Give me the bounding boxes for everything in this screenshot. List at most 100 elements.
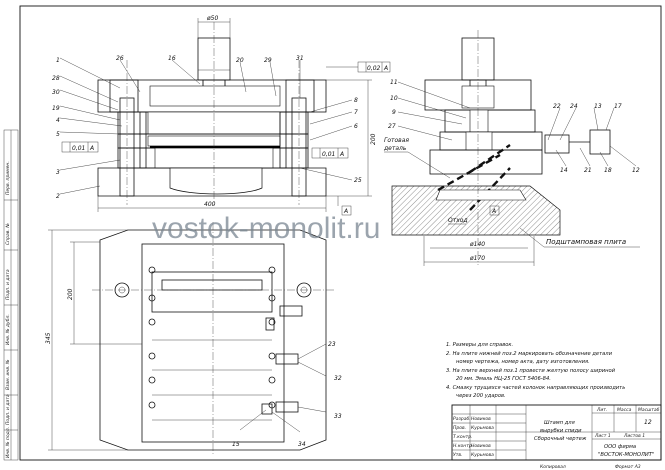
- callout-29: 29: [264, 57, 272, 64]
- tb-title-1: Штамп для: [544, 420, 575, 426]
- tb-checker-role: Пров.: [453, 425, 466, 431]
- callout-25: 25: [354, 177, 362, 184]
- label-waste: Отход: [448, 217, 468, 224]
- callout-18: 18: [604, 167, 612, 174]
- callout-9: 9: [392, 109, 396, 116]
- tb-approved-role: Утв.: [453, 452, 462, 458]
- side-stamp-7: Инв. № подл.: [5, 427, 11, 458]
- side-section-view: ø140 ø170 Готовая деталь Отход Подштампо…: [383, 30, 640, 266]
- tolerance-flatness: 0,02 A: [326, 61, 391, 73]
- callout-16: 16: [168, 55, 176, 62]
- callout-6: 6: [354, 123, 358, 130]
- title-block: Разраб. Новиков Пров. Курьмова Т.контр. …: [451, 404, 662, 470]
- label-finished-part-1: Готовая: [384, 137, 409, 144]
- side-stamp-4: Инв. № дубл.: [5, 314, 11, 345]
- tb-approved-name: Курьмова: [471, 452, 494, 458]
- svg-text:0,01: 0,01: [72, 145, 85, 152]
- tb-tcontrol-role: Т.контр.: [453, 434, 473, 440]
- callout-33: 33: [334, 413, 342, 420]
- tb-developer-role: Разраб.: [453, 416, 471, 422]
- tb-company-2: "ВОСТОК-МОНОЛИТ": [598, 452, 654, 458]
- technical-notes: 1. Размеры для справок. 2. На плите нижн…: [446, 342, 625, 399]
- callout-26: 26: [116, 55, 124, 62]
- tb-scale: 12: [644, 419, 652, 426]
- side-stamp-1: Перв. примен.: [5, 161, 11, 195]
- callout-3: 3: [56, 169, 60, 176]
- label-finished-part-2: деталь: [383, 145, 407, 152]
- svg-text:0,01: 0,01: [322, 151, 335, 158]
- callout-19: 19: [52, 105, 60, 112]
- callout-8: 8: [354, 97, 358, 104]
- callout-14: 14: [560, 167, 568, 174]
- tb-title-3: Сборочный чертеж: [534, 436, 587, 442]
- callout-30: 30: [52, 89, 60, 96]
- tb-sheet: Лист 1: [594, 433, 611, 439]
- note-line-1: 1. Размеры для справок.: [446, 342, 513, 348]
- callout-23: 23: [328, 341, 336, 348]
- side-stamp-6: Подп. и дата: [5, 394, 11, 425]
- callout-5: 5: [56, 131, 60, 138]
- callout-15: 15: [232, 441, 240, 448]
- tb-ncontrol-name: Новиков: [471, 443, 491, 449]
- callout-20: 20: [236, 57, 244, 64]
- callout-31: 31: [296, 55, 304, 62]
- note-line-6: 4. Смазку трущихся частей колонок направ…: [446, 385, 625, 391]
- note-line-2: 2. На плите нижней поз.2 маркировать обо…: [446, 351, 613, 357]
- callout-28: 28: [52, 75, 60, 82]
- dim-d170: ø170: [469, 255, 485, 262]
- callout-22: 22: [553, 103, 561, 110]
- callout-13: 13: [594, 103, 602, 110]
- sheet-frame: [19, 5, 662, 461]
- tb-title-2: вырубки спиди: [540, 428, 582, 434]
- front-section-view: ø50 200 400 A 0,02 A 0,01 A: [52, 15, 391, 216]
- section-mark-a2: A: [491, 208, 496, 215]
- tb-company-1: ООО фирма: [604, 444, 636, 450]
- callout-34: 34: [298, 441, 306, 448]
- tb-sheets: Листов 1: [623, 433, 645, 439]
- tb-copied: Копировал: [540, 464, 566, 470]
- dim-345: 345: [45, 332, 52, 344]
- note-line-5: 20 мм. Эмаль НЦ-25 ГОСТ 5406-84.: [456, 376, 551, 382]
- tb-format: Формат A3: [615, 464, 641, 470]
- label-under-die-plate: Подштамповая плита: [546, 238, 626, 246]
- tolerance-left-2: 0,01 A: [311, 147, 349, 159]
- side-stamp-5: Взам. инв. №: [5, 359, 11, 390]
- dim-d140: ø140: [469, 241, 485, 248]
- callout-21: 21: [584, 167, 592, 174]
- tolerance-left-1: 0,01 A: [61, 141, 99, 153]
- side-stamp-3: Подп. и дата: [5, 269, 11, 300]
- callout-10: 10: [390, 95, 398, 102]
- tb-checker-name: Курьмова: [471, 425, 494, 431]
- note-line-4: 3. На плите верхней поз.1 провести желту…: [446, 368, 616, 374]
- callout-1: 1: [56, 57, 60, 64]
- watermark: vostok-monolit.ru: [152, 212, 380, 245]
- section-mark-a1: A: [343, 208, 348, 215]
- callout-2: 2: [56, 193, 60, 200]
- dim-d50: ø50: [206, 15, 218, 22]
- svg-text:A: A: [339, 151, 344, 158]
- side-stamp: Перв. примен. Справ. № Подп. и дата Инв.…: [3, 129, 19, 461]
- callout-27: 27: [388, 123, 396, 130]
- plan-view: 200 345 23 32 33 15 34: [45, 222, 342, 455]
- note-line-3: номер чертежа, номер акта, дату изготовл…: [456, 359, 590, 365]
- callout-17: 17: [614, 103, 622, 110]
- dim-200-side: 200: [370, 133, 377, 145]
- callout-7: 7: [354, 109, 358, 116]
- svg-text:0,02: 0,02: [367, 65, 381, 72]
- callout-32: 32: [334, 375, 342, 382]
- tb-ncontrol-role: Н.контр.: [453, 443, 473, 449]
- tb-col-lit: Лит.: [596, 407, 607, 413]
- side-stamp-2: Справ. №: [5, 223, 11, 245]
- callout-12: 12: [632, 167, 640, 174]
- dim-400: 400: [204, 201, 216, 208]
- svg-text:A: A: [383, 65, 388, 72]
- note-line-7: через 200 ударов.: [456, 393, 506, 399]
- tb-col-scale: Масштаб: [638, 407, 660, 413]
- dim-200-plan: 200: [67, 288, 74, 300]
- callout-24: 24: [570, 103, 578, 110]
- svg-text:A: A: [89, 145, 94, 152]
- tb-col-mass: Масса: [617, 407, 632, 413]
- callout-4: 4: [56, 117, 60, 124]
- tb-developer-name: Новиков: [471, 416, 491, 422]
